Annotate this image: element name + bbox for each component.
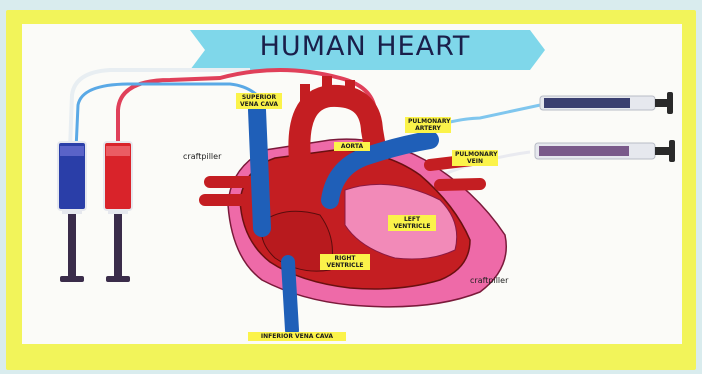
label-pulmonary-artery: PULMONARY ARTERY: [405, 117, 451, 133]
label-right-ventricle: RIGHT VENTRICLE: [320, 254, 370, 270]
label-superior-vena-cava: SUPERIOR VENA CAVA: [236, 93, 282, 109]
syringe-red: [104, 142, 132, 282]
pulmonary-vein-right-bottom: [440, 184, 480, 185]
syringe-blue: [58, 142, 86, 282]
label-inferior-vena-cava: INFERIOR VENA CAVA: [248, 332, 346, 341]
red-tube: [118, 70, 375, 150]
label-pulmonary-vein: PULMONARY VEIN: [452, 150, 498, 166]
label-left-ventricle: LEFT VENTRICLE: [388, 215, 436, 231]
blue-tube: [76, 84, 262, 150]
watermark-right: craftpiller: [470, 276, 508, 285]
syringe-right-top: [540, 92, 673, 114]
aortic-branch-3: [345, 80, 355, 104]
superior-vena-cava: [257, 110, 262, 228]
syringe-right-bottom: [535, 140, 675, 162]
inferior-vena-cava: [288, 262, 292, 330]
poster-title: HUMAN HEART: [250, 31, 480, 62]
label-aorta: AORTA: [334, 142, 370, 151]
aortic-branch-1: [300, 84, 310, 110]
watermark-left: craftpiller: [183, 152, 221, 161]
aortic-branch-2: [322, 76, 332, 102]
